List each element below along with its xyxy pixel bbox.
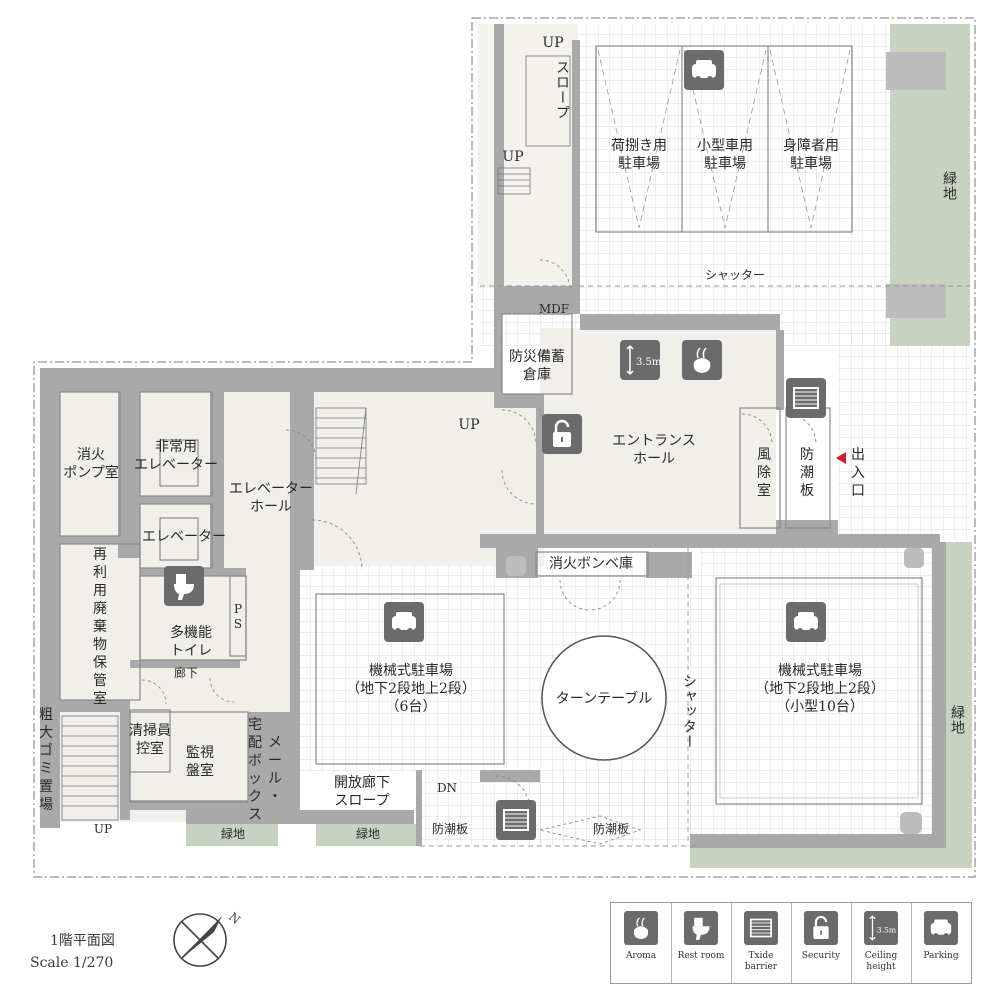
rest-room-icon	[684, 911, 718, 945]
label-small-parking: 小型車用 駐車場	[697, 138, 753, 172]
legend-label: Txide barrier	[744, 951, 778, 972]
plan-title: 1階平面図	[50, 933, 115, 949]
legend-item-rest-room: Rest room	[671, 903, 732, 983]
legend-item-parking: Parking	[911, 903, 971, 983]
grid-area-bottom	[420, 772, 702, 846]
label-delivery-box: 宅 配 ボ ッ ク ス	[248, 717, 262, 823]
label-greenery-bottom-left: 緑地	[220, 827, 245, 841]
north-label: N	[226, 910, 243, 927]
label-turntable: ターンテーブル	[555, 691, 653, 707]
label-cleaning: 清掃員 控室	[129, 723, 171, 757]
tidal-barrier-icon-entrance	[786, 378, 826, 418]
label-disaster-storage: 防災備蓄 倉庫	[509, 349, 565, 383]
parking-icon-top	[684, 50, 724, 90]
label-mdf: MDF	[538, 302, 570, 316]
parking-car-icon	[924, 911, 958, 945]
greenery-bottom-strip	[690, 848, 972, 868]
label-dn: DN	[436, 781, 458, 795]
legend-label: Parking	[923, 951, 959, 961]
tidal-barrier-icon	[744, 911, 778, 945]
ceiling-height-icon: 3.5m	[620, 340, 660, 380]
plan-caption: 1階平面図 Scale 1/270	[30, 930, 170, 974]
aroma-icon	[624, 911, 658, 945]
svg-text:3.5m: 3.5m	[636, 357, 660, 368]
grid-area-parking-left	[296, 566, 512, 772]
icon-legend: Aroma Rest room Txide barrier Security 3…	[610, 902, 972, 984]
label-entrance-exit: 出 入 口	[851, 447, 865, 499]
legend-label: Aroma	[625, 951, 657, 961]
label-shutter-mid: シャッター	[681, 673, 697, 749]
label-up-slope-top: UP	[542, 35, 564, 51]
security-lock-icon	[804, 911, 838, 945]
walls	[40, 24, 946, 848]
site-boundary	[33, 17, 976, 878]
label-fire-pump: 消火 ポンプ室	[63, 447, 119, 481]
label-garbage: 粗 大 ゴ ミ 置 場	[39, 707, 53, 813]
aroma-icon	[682, 340, 722, 380]
legend-item-ceiling-height: 3.5m Ceiling height	[851, 903, 912, 983]
label-corridor: 廊下	[173, 666, 198, 680]
label-recycling: 再 利 用 廃 棄 物 保 管 室	[93, 547, 107, 707]
label-slope-top: スロープ	[554, 60, 570, 120]
label-greenery-bottom-right: 緑地	[949, 705, 965, 735]
legend-label: Rest room	[677, 951, 725, 961]
label-multi-toilet: 多機能 トイレ	[170, 625, 212, 659]
turntable-circle	[541, 635, 667, 761]
label-windbreak: 風 除 室	[757, 447, 771, 499]
label-elevator: エレベーター	[142, 529, 226, 545]
label-flood-board-bottom-right: 防潮板	[592, 822, 629, 836]
svg-text:3.5m: 3.5m	[877, 925, 897, 934]
greenery-bottom-mid	[316, 824, 416, 846]
tidal-barrier-icon-bottom	[496, 800, 536, 840]
entrance-arrow	[836, 452, 846, 464]
legend-item-tidal-barrier: Txide barrier	[731, 903, 792, 983]
legend-item-aroma: Aroma	[611, 903, 672, 983]
parking-icon-right	[786, 602, 826, 642]
north-compass	[173, 913, 227, 967]
label-mail: メ ー ル ・	[268, 735, 282, 805]
greenery-bottom-left	[186, 824, 278, 846]
label-shutter-top: シャッター	[704, 268, 765, 282]
label-open-corridor: 開放廊下 スロープ	[334, 775, 390, 809]
label-ps: P S	[233, 602, 243, 631]
label-fire-cylinder: 消火ボンベ庫	[549, 556, 633, 572]
label-greenery-bottom-mid: 緑地	[355, 827, 380, 841]
label-up-stair-mid: UP	[458, 417, 480, 433]
ceiling-height-icon: 3.5m	[864, 911, 898, 945]
plan-scale: Scale 1/270	[30, 955, 114, 971]
label-up-bottom: UP	[93, 822, 113, 836]
label-mech-parking-left: 機械式駐車場 （地下2段地上2段） （6台）	[346, 663, 476, 715]
label-greenery-top-right: 緑地	[941, 171, 957, 201]
label-loading-parking: 荷捌き用 駐車場	[611, 138, 667, 172]
legend-label: Security	[801, 951, 841, 961]
label-emergency-elevator: 非常用 エレベーター	[134, 439, 218, 473]
greenery-bottom-right	[946, 542, 972, 866]
grid-area-entrance-right	[838, 330, 970, 540]
label-entrance-hall: エントランス ホール	[612, 433, 696, 467]
label-disabled-parking: 身障者用 駐車場	[783, 138, 839, 172]
legend-label: Ceiling height	[864, 951, 898, 972]
label-flood-board-right: 防 潮 板	[800, 447, 814, 499]
security-lock-icon	[542, 414, 582, 454]
parking-icon-left	[384, 602, 424, 642]
rest-room-icon	[164, 566, 204, 606]
label-mech-parking-right: 機械式駐車場 （地下2段地上2段） （小型10台）	[755, 663, 885, 715]
label-elevator-hall: エレベーター ホール	[229, 481, 313, 515]
label-up-stair-top: UP	[502, 149, 524, 165]
legend-item-security: Security	[791, 903, 852, 983]
label-flood-board-bottom-left: 防潮板	[431, 822, 468, 836]
stairs	[61, 55, 571, 821]
label-monitoring: 監視 盤室	[186, 745, 214, 779]
